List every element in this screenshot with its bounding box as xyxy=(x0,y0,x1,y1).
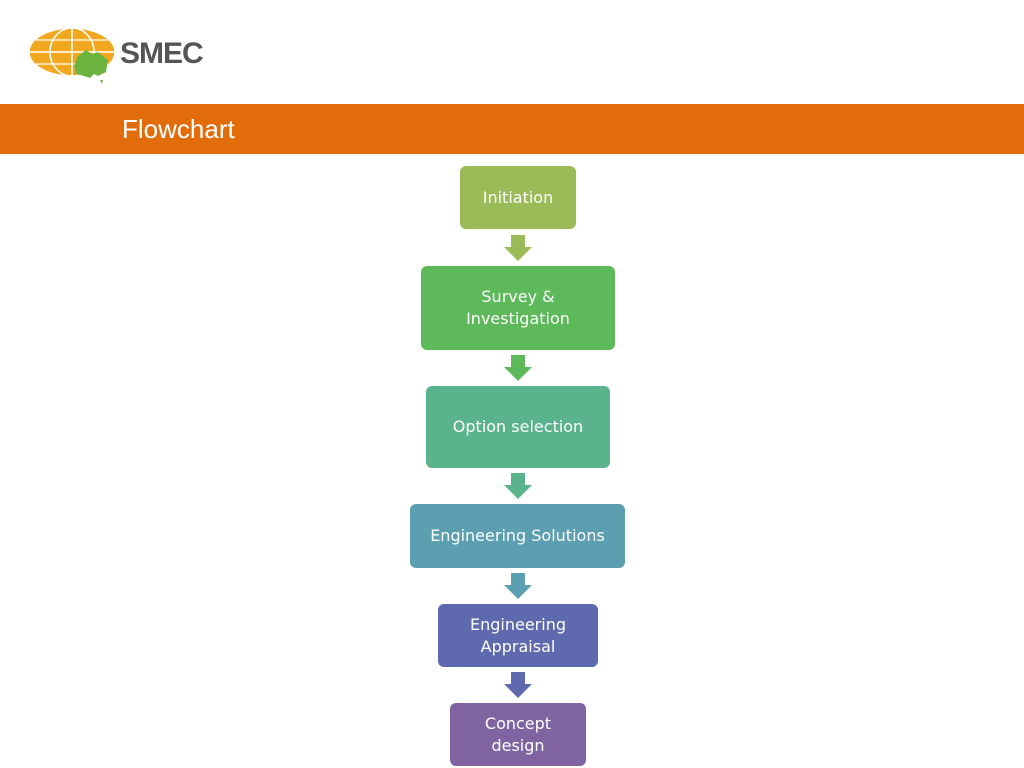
flowchart-node-concept-design: Concept design xyxy=(450,703,586,766)
smec-logo: SMEC xyxy=(28,26,208,86)
flowchart-node-engineering-solutions: Engineering Solutions xyxy=(410,504,625,568)
down-arrow-icon xyxy=(504,235,532,261)
flowchart-node-option-selection: Option selection xyxy=(426,386,610,468)
down-arrow-icon xyxy=(504,672,532,698)
down-arrow-icon xyxy=(504,355,532,381)
logo-wordmark: SMEC xyxy=(120,37,203,70)
page-title: Flowchart xyxy=(122,114,235,144)
flowchart-node-engineering-appraisal: Engineering Appraisal xyxy=(438,604,598,667)
flowchart-node-initiation: Initiation xyxy=(460,166,576,229)
title-banner: Flowchart xyxy=(0,104,1024,154)
australia-icon xyxy=(74,50,108,78)
down-arrow-icon xyxy=(504,473,532,499)
flowchart-node-survey-investigation: Survey & Investigation xyxy=(421,266,615,350)
down-arrow-icon xyxy=(504,573,532,599)
